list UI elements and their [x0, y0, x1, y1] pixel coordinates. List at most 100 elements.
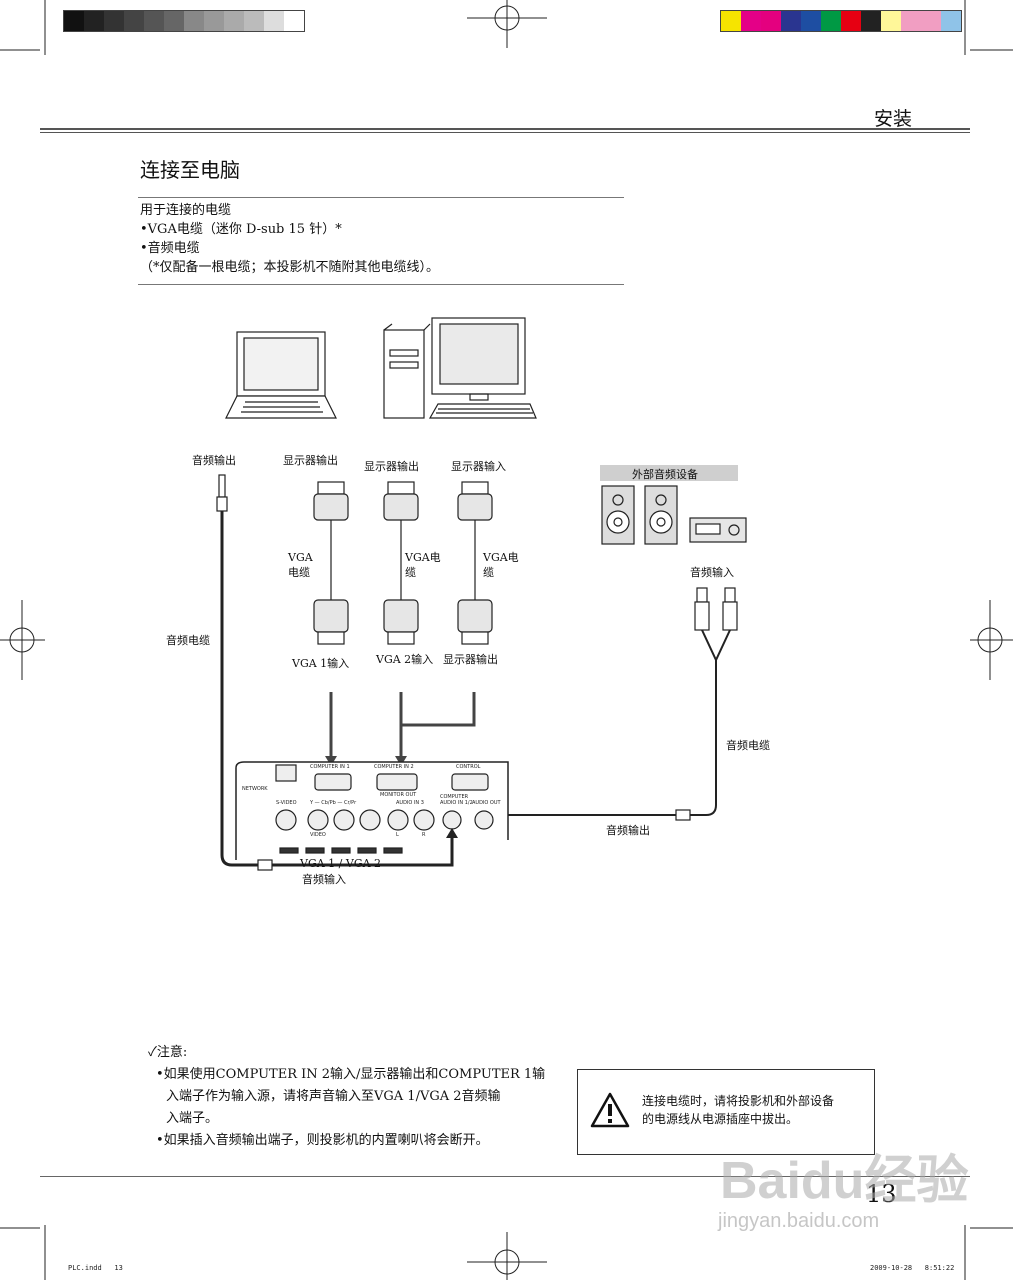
color-swatch	[881, 11, 901, 31]
color-swatch	[164, 11, 184, 31]
color-swatch	[781, 11, 801, 31]
panel-l: L	[396, 832, 399, 838]
warning-line: 连接电缆时，请将投影机和外部设备	[642, 1094, 835, 1108]
label-monitor-out-2: 显示器输出	[364, 460, 419, 473]
cable-rule	[138, 284, 624, 285]
header-rule	[40, 128, 970, 130]
panel-monitor-out: MONITOR OUT	[380, 792, 417, 798]
color-swatch	[284, 11, 304, 31]
page-number: 13	[866, 1180, 897, 1208]
panel-video: VIDEO	[310, 832, 326, 838]
label-vga-audio-in-1: VGA 1 / VGA 2	[300, 857, 382, 870]
desktop-pc-icon	[383, 323, 431, 419]
color-swatch	[124, 11, 144, 31]
color-swatch	[941, 11, 961, 31]
watermark-brand: Baidu经验	[720, 1152, 969, 1210]
note-line: •如果插入音频输出端子，则投影机的内置喇叭将会断开。	[156, 1133, 489, 1148]
label-external-audio: 外部音频设备	[632, 468, 698, 481]
panel-control: CONTROL	[456, 764, 481, 770]
panel-audio-in-12: AUDIO IN 1/2	[440, 800, 473, 806]
header-rule-thin	[40, 132, 970, 133]
vga-cable-2	[383, 481, 419, 645]
label-audio-out-bottom: 音频输出	[606, 824, 650, 837]
color-swatch	[244, 11, 264, 31]
rca-audio-cable	[495, 587, 738, 821]
label-audio-in-right: 音频输入	[690, 566, 734, 579]
laptop-icon	[225, 331, 337, 419]
panel-component: Y — Cb/Pb — Cr/Pr	[310, 800, 357, 806]
panel-audio-in-3: AUDIO IN 3	[396, 800, 424, 806]
note-line: •如果使用COMPUTER IN 2输入/显示器输出和COMPUTER 1输	[156, 1067, 546, 1082]
title-rule	[138, 197, 624, 198]
color-swatch	[901, 11, 921, 31]
monitor-icon	[428, 317, 537, 419]
cable-heading: 用于连接的电缆	[140, 203, 232, 218]
grayscale-color-bar	[63, 10, 305, 32]
cable-line: •音频电缆	[140, 241, 200, 256]
label-monitor-out-bottom: 显示器输出	[443, 653, 498, 666]
label-vga1-input: VGA 1输入	[292, 657, 350, 670]
section-header: 安装	[874, 108, 913, 130]
footer-timestamp: 2009-10-28 8:51:22	[870, 1264, 955, 1272]
panel-audio-out: AUDIO OUT	[472, 800, 501, 806]
panel-computer-audio: COMPUTER	[440, 794, 469, 800]
warning-triangle-icon	[590, 1092, 630, 1128]
color-swatch	[721, 11, 741, 31]
color-swatch	[821, 11, 841, 31]
label-monitor-out-1: 显示器输出	[283, 454, 338, 467]
cable-line: •VGA电缆（迷你 D-sub 15 针）*	[140, 222, 342, 237]
panel-computer-in-1: COMPUTER IN 1	[310, 764, 350, 770]
footer-rule	[40, 1176, 970, 1177]
cable-list: 用于连接的电缆 •VGA电缆（迷你 D-sub 15 针）* •音频电缆 （*仅…	[140, 201, 439, 277]
label-audio-cable-left: 音频电缆	[166, 634, 210, 647]
color-swatch	[224, 11, 244, 31]
color-swatch	[921, 11, 941, 31]
label-vga-audio-in-2: 音频输入	[302, 873, 346, 886]
panel-computer-in-2: COMPUTER IN 2	[374, 764, 414, 770]
note-line: 入端子作为输入源，请将声音输入至VGA 1/VGA 2音频输	[166, 1089, 501, 1104]
label-vga2-input: VGA 2输入	[376, 653, 434, 666]
projector-panel-icon	[235, 761, 509, 867]
vga-cable-3	[457, 481, 493, 645]
label-audio-cable-right: 音频电缆	[726, 739, 770, 752]
color-swatch	[801, 11, 821, 31]
panel-r: R	[422, 832, 426, 838]
color-swatch	[264, 11, 284, 31]
panel-s-video: S-VIDEO	[276, 800, 297, 806]
label-vga-cable-2: VGA电 缆	[405, 551, 441, 579]
warning-line: 的电源线从电源插座中拔出。	[642, 1112, 799, 1126]
label-vga-cable-3: VGA电 缆	[483, 551, 519, 579]
panel-network: NETWORK	[242, 786, 268, 792]
color-swatch	[204, 11, 224, 31]
speaker-right-icon	[644, 485, 678, 545]
color-swatch	[761, 11, 781, 31]
warning-box: 连接电缆时，请将投影机和外部设备 的电源线从电源插座中拔出。	[577, 1069, 875, 1155]
color-swatch	[104, 11, 124, 31]
connection-arrows	[329, 692, 476, 758]
ext-audio-label-bg	[600, 465, 738, 481]
color-swatch	[144, 11, 164, 31]
notes-block: ✓注意: •如果使用COMPUTER IN 2输入/显示器输出和COMPUTER…	[148, 1042, 545, 1152]
notes-heading: ✓注意:	[148, 1045, 188, 1060]
note-line: 入端子。	[166, 1111, 219, 1126]
color-swatch	[741, 11, 761, 31]
watermark-url: jingyan.baidu.com	[718, 1210, 880, 1232]
amplifier-icon	[689, 517, 747, 543]
cable-line: （*仅配备一根电缆；本投影机不随附其他电缆线）。	[140, 260, 440, 275]
label-audio-out-top: 音频输出	[192, 454, 236, 467]
color-swatch	[64, 11, 84, 31]
footer-file: PLC.indd 13	[68, 1264, 123, 1272]
color-swatch	[861, 11, 881, 31]
color-swatch	[184, 11, 204, 31]
process-color-bar	[720, 10, 962, 32]
color-swatch	[841, 11, 861, 31]
label-monitor-in: 显示器输入	[451, 460, 506, 473]
color-swatch	[84, 11, 104, 31]
page-title: 连接至电脑	[140, 158, 240, 182]
label-vga-cable-1: VGA 电缆	[288, 551, 313, 579]
audio-cable-left	[216, 474, 273, 871]
speaker-left-icon	[601, 485, 635, 545]
connection-diagram	[216, 317, 747, 871]
vga-cable-1	[313, 481, 349, 645]
